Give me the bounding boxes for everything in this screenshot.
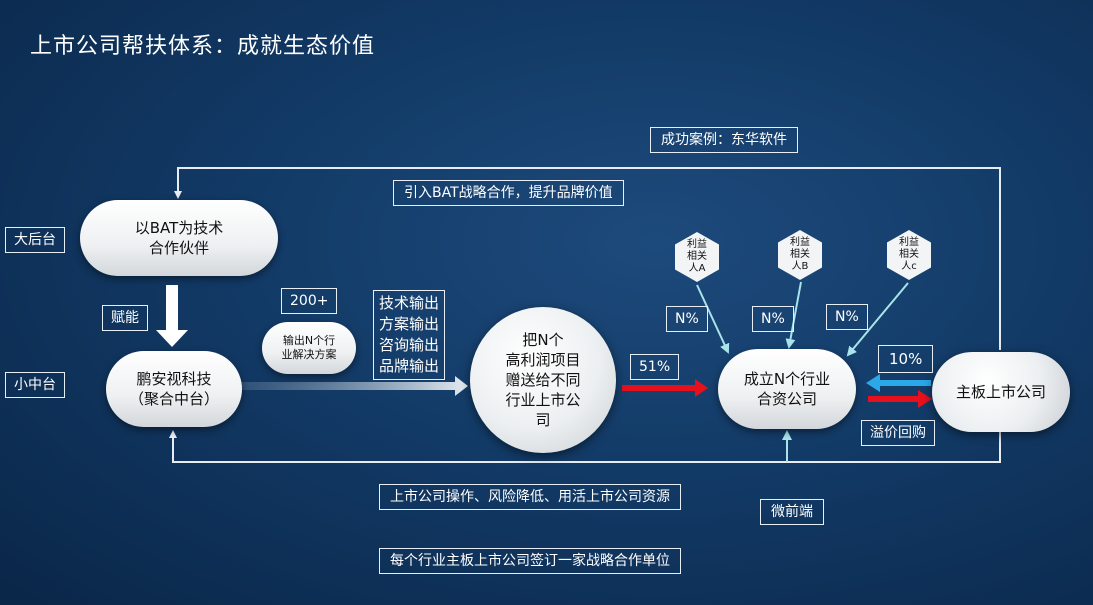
label-buyback: 溢价回购 <box>861 420 935 446</box>
node-listed-company: 主板上市公司 <box>932 352 1070 432</box>
label-pct-10: 10% <box>878 345 934 373</box>
stake-c-line <box>846 282 909 357</box>
node-joint-venture: 成立N个行业 合资公司 <box>718 349 856 429</box>
label-bat-strategy: 引入BAT战略合作，提升品牌价值 <box>393 180 624 206</box>
stake-b-line <box>785 281 802 349</box>
label-frontend: 微前端 <box>760 499 824 525</box>
node-output-projects: 输出N个行 业解决方案 <box>262 322 356 374</box>
node-bat-partner: 以BAT为技术 合作伙伴 <box>80 200 278 276</box>
node-give-projects: 把N个 高利润项目 赠送给不同 行业上市公 司 <box>470 307 616 453</box>
label-count-200: 200+ <box>281 288 338 314</box>
blue-arrow-10 <box>866 374 931 392</box>
label-outputs: 技术输出 方案输出 咨询输出 品牌输出 <box>373 290 446 380</box>
label-n-pct-3: N% <box>826 304 868 330</box>
red-arrow-51 <box>622 379 708 397</box>
output-arrow <box>240 376 468 396</box>
top-loop-line <box>174 167 1001 350</box>
label-listed-ops: 上市公司操作、风险降低、用活上市公司资源 <box>379 484 681 510</box>
label-midend: 小中台 <box>5 372 65 398</box>
red-arrow-buyback <box>868 390 932 408</box>
label-pct-51: 51% <box>630 354 680 380</box>
label-n-pct-2: N% <box>752 306 794 332</box>
label-partner-unit: 每个行业主板上市公司签订一家战略合作单位 <box>379 548 681 574</box>
empower-arrow <box>156 285 188 347</box>
label-backend: 大后台 <box>5 227 65 253</box>
page-title: 上市公司帮扶体系：成就生态价值 <box>30 34 376 59</box>
label-n-pct-1: N% <box>666 306 708 332</box>
label-empower: 赋能 <box>102 305 148 331</box>
node-pengan: 鹏安视科技 （聚合中台） <box>106 351 242 427</box>
stake-a-line <box>696 284 730 354</box>
label-success-case: 成功案例：东华软件 <box>650 127 798 153</box>
bottom-loop-line <box>169 430 1001 463</box>
